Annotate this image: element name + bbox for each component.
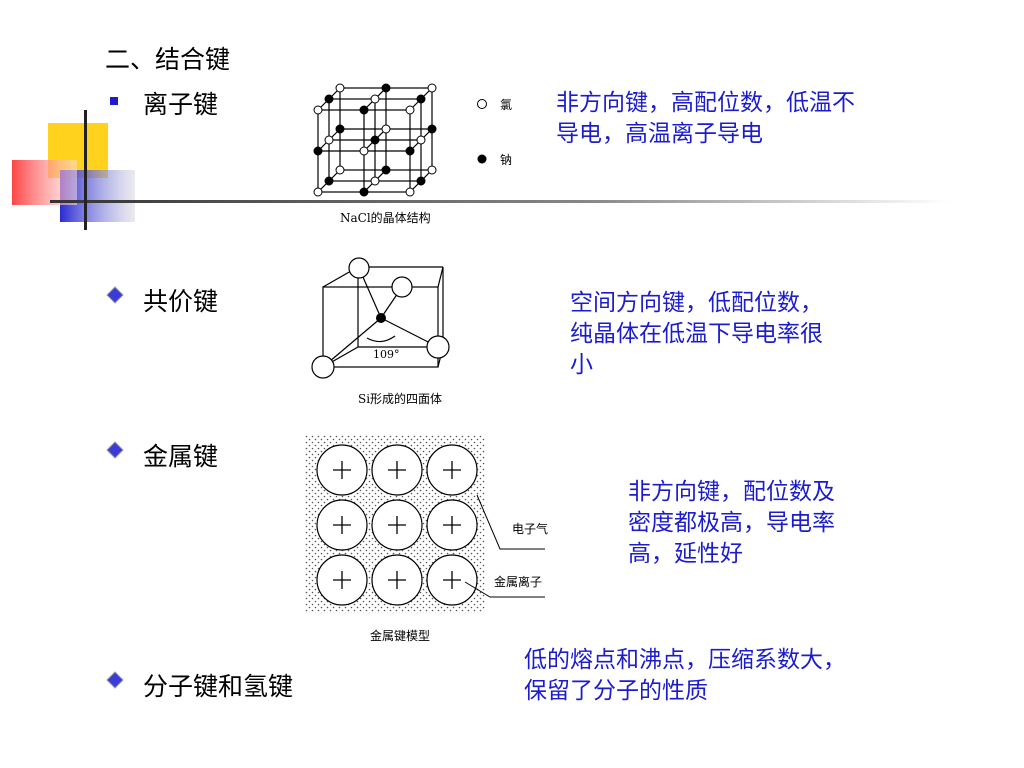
corner-decoration	[12, 110, 950, 230]
angle-label: 109°	[373, 348, 400, 361]
ionic-note-line-2: 导电，高温离子导电	[556, 121, 763, 147]
nacl-crystal-diagram	[313, 83, 437, 197]
sodium-legend-icon	[477, 154, 487, 164]
molecular-note-line-1: 低的熔点和沸点，压缩系数大，	[524, 647, 846, 673]
chlorine-legend-icon	[477, 99, 487, 109]
diamond-bullet-icon	[106, 671, 124, 689]
si-caption: Si形成的四面体	[358, 392, 443, 406]
covalent-bond-label: 共价键	[143, 287, 219, 316]
covalent-note-line-3: 小	[570, 352, 593, 378]
chlorine-legend-label: 氯	[500, 98, 513, 112]
diamond-bullet-icon	[106, 441, 124, 459]
molecular-note-line-2: 保留了分子的性质	[524, 678, 708, 704]
nacl-caption: NaCl的晶体结构	[340, 211, 431, 225]
molecular-note: 低的熔点和沸点，压缩系数大， 保留了分子的性质	[524, 645, 944, 707]
metallic-note-line-3: 高，延性好	[628, 541, 743, 567]
si-tetrahedron-diagram: 109°	[311, 257, 450, 379]
covalent-note: 空间方向键，低配位数， 纯晶体在低温下导电率很 小	[570, 288, 900, 381]
metallic-bond-label: 金属键	[143, 442, 219, 471]
covalent-note-line-2: 纯晶体在低温下导电率很	[570, 321, 823, 347]
diamond-bullet-icon	[106, 286, 124, 304]
ionic-note: 非方向键，高配位数，低温不 导电，高温离子导电	[556, 88, 936, 150]
electron-gas-label: 电子气	[512, 522, 549, 536]
molecular-hydrogen-bond-label: 分子键和氢键	[143, 672, 294, 701]
metal-ion-label: 金属离子	[494, 575, 543, 589]
metallic-note: 非方向键，配位数及 密度都极高，导电率 高，延性好	[628, 477, 908, 570]
sodium-legend-label: 钠	[500, 153, 513, 167]
covalent-note-line-1: 空间方向键，低配位数，	[570, 290, 823, 316]
ionic-note-line-1: 非方向键，高配位数，低温不	[556, 90, 855, 116]
metallic-note-line-1: 非方向键，配位数及	[628, 479, 835, 505]
metallic-note-line-2: 密度都极高，导电率	[628, 510, 835, 536]
ionic-bond-label: 离子键	[143, 90, 219, 119]
slide-title: 二、结合键	[105, 45, 231, 74]
metallic-caption: 金属键模型	[370, 629, 431, 643]
square-bullet-icon	[110, 97, 118, 105]
metallic-bond-model-diagram	[305, 435, 545, 613]
